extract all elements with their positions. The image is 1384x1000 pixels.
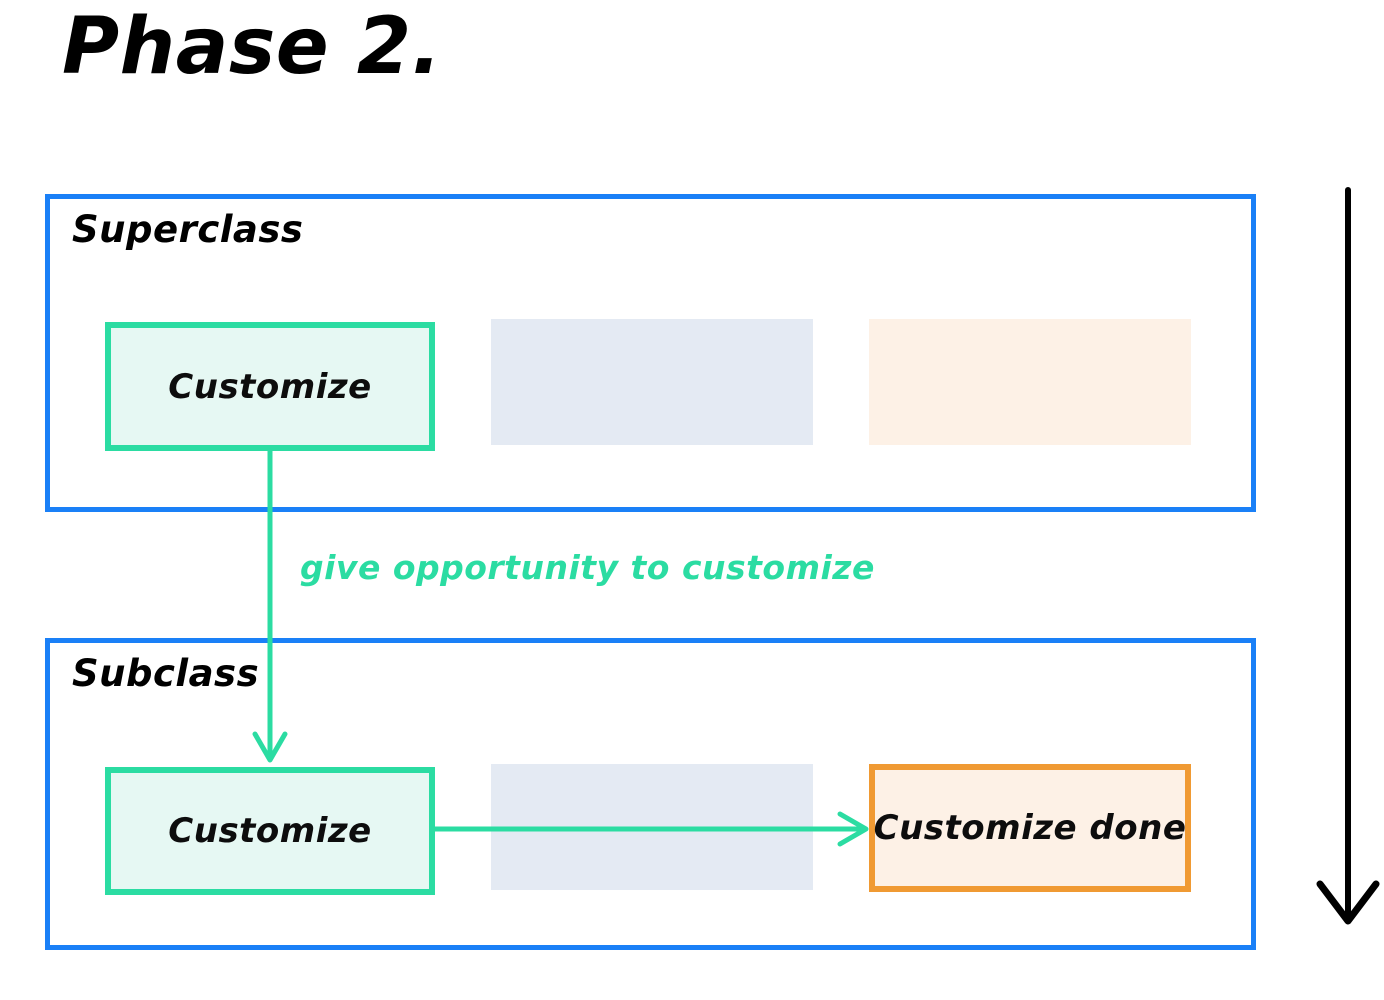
- placeholder-superclass-cream: [869, 319, 1191, 445]
- node-superclass-customize[interactable]: Customize: [105, 322, 435, 451]
- node-customize-done[interactable]: Customize done: [869, 764, 1191, 892]
- superclass-label: Superclass: [72, 208, 304, 251]
- edge-label-give-opportunity-to-customize: give opportunity to customize: [300, 548, 875, 587]
- node-subclass-customize[interactable]: Customize: [105, 767, 435, 895]
- placeholder-subclass-gray: [491, 764, 813, 890]
- subclass-label: Subclass: [72, 652, 260, 695]
- superclass-container: Superclass: [45, 194, 1256, 512]
- time-direction-arrow: [1316, 187, 1380, 925]
- subclass-container: Subclass: [45, 638, 1256, 950]
- placeholder-superclass-gray: [491, 319, 813, 445]
- page-title: Phase 2.: [62, 2, 442, 92]
